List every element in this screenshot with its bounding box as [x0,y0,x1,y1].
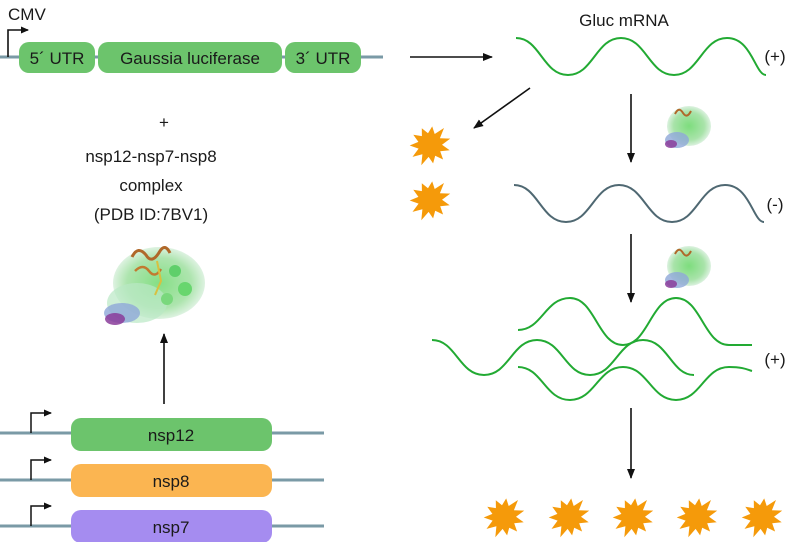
luciferase-star-bottom-5 [741,498,783,538]
gluc-mrna-label: Gluc mRNA [579,11,669,30]
luciferase-star-bottom-4 [676,498,718,538]
plus-strand-copy-2 [431,338,695,377]
reporter-construct: CMV 5´ UTR Gaussia luciferase 3´ UTR [0,5,383,73]
utr5-segment [19,42,95,73]
luciferase-signals [409,126,783,538]
gaussia-luciferase-label: Gaussia luciferase [120,49,260,68]
utr5-label: 5´ UTR [30,49,85,68]
luciferase-star-bottom-1 [483,498,525,538]
complex-label-line3: (PDB ID:7BV1) [94,205,208,224]
plus-sign: + [159,113,169,132]
utr3-segment [285,42,361,73]
plus-strand-copy-3 [517,365,753,402]
luciferase-star-bottom-2 [548,498,590,538]
gene-nsp12: nsp12 [0,409,324,451]
gene-nsp7: nsp7 [0,502,324,542]
complex-label-line1: nsp12-nsp7-nsp8 [85,147,216,166]
gene-nsp8: nsp8 [0,456,324,497]
plus-strand-label-bottom: (+) [764,350,785,369]
luciferase-star-2 [409,181,451,221]
minus-strand [513,183,765,224]
cmv-label: CMV [8,5,46,24]
plus-strand-mrna [515,36,767,77]
plus-strand-copy-1 [517,296,752,347]
complex-label-line2: complex [119,176,183,195]
rdrp-complex-small-2 [665,246,711,288]
rdrp-complex-small-1 [665,106,711,148]
nsp8-label: nsp8 [153,472,190,491]
plus-strand-label-top: (+) [764,47,785,66]
utr3-label: 3´ UTR [296,49,351,68]
minus-strand-label: (-) [767,195,784,214]
luciferase-star-1 [409,126,451,166]
translation-arrow [473,87,531,129]
gaussia-luciferase-segment [98,42,282,73]
cmv-promoter-arrow [7,26,29,57]
protein-structure-image [104,246,205,325]
luciferase-star-bottom-3 [612,498,654,538]
nsp7-label: nsp7 [153,518,190,537]
nsp12-label: nsp12 [148,426,194,445]
